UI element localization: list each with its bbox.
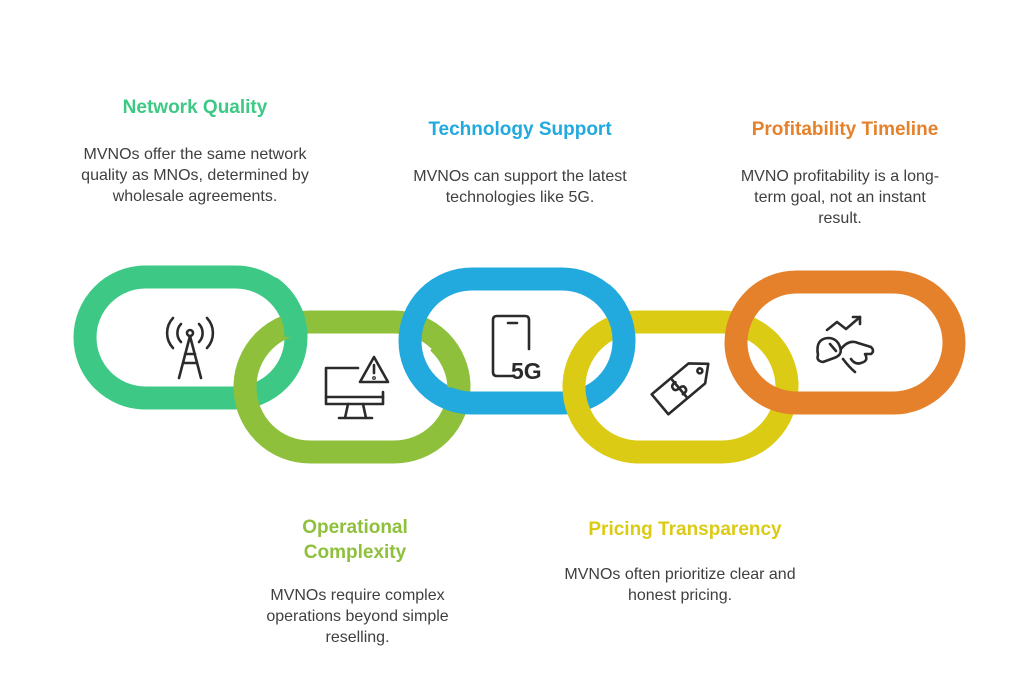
pricing-transparency-title: Pricing Transparency bbox=[588, 519, 782, 540]
network-quality-title: Network Quality bbox=[122, 97, 268, 118]
antenna-tower-icon bbox=[165, 316, 215, 380]
phone-5g-label: 5G bbox=[511, 358, 542, 384]
operational-complexity-title: Operational Complexity bbox=[302, 517, 408, 563]
chain-link-network-quality bbox=[73, 265, 308, 410]
monitor-warning-icon bbox=[324, 355, 390, 420]
smartphone-5g-icon: 5G bbox=[491, 314, 542, 384]
pricing-transparency-description: MVNOs often prioritize clear and honest … bbox=[564, 566, 796, 604]
technology-support-title: Technology Support bbox=[428, 119, 612, 140]
chain-overlap-2 bbox=[429, 333, 471, 389]
price-tag-icon bbox=[650, 362, 710, 416]
chain-overlap-4 bbox=[757, 329, 799, 388]
chain-overlap-1 bbox=[263, 277, 308, 338]
network-quality-description: MVNOs offer the same network quality as … bbox=[81, 146, 309, 205]
trending-up-chart-icon bbox=[816, 315, 875, 374]
profitability-timeline-title: Profitability Timeline bbox=[751, 119, 939, 140]
operational-complexity-description: MVNOs require complex operations beyond … bbox=[266, 587, 449, 646]
chain-link-profitability-timeline bbox=[724, 270, 966, 415]
profitability-timeline-description: MVNO profitability is a long-term goal, … bbox=[740, 168, 940, 227]
technology-support-description: MVNOs can support the latest technologie… bbox=[413, 168, 627, 206]
chain-overlap-3 bbox=[594, 284, 636, 342]
